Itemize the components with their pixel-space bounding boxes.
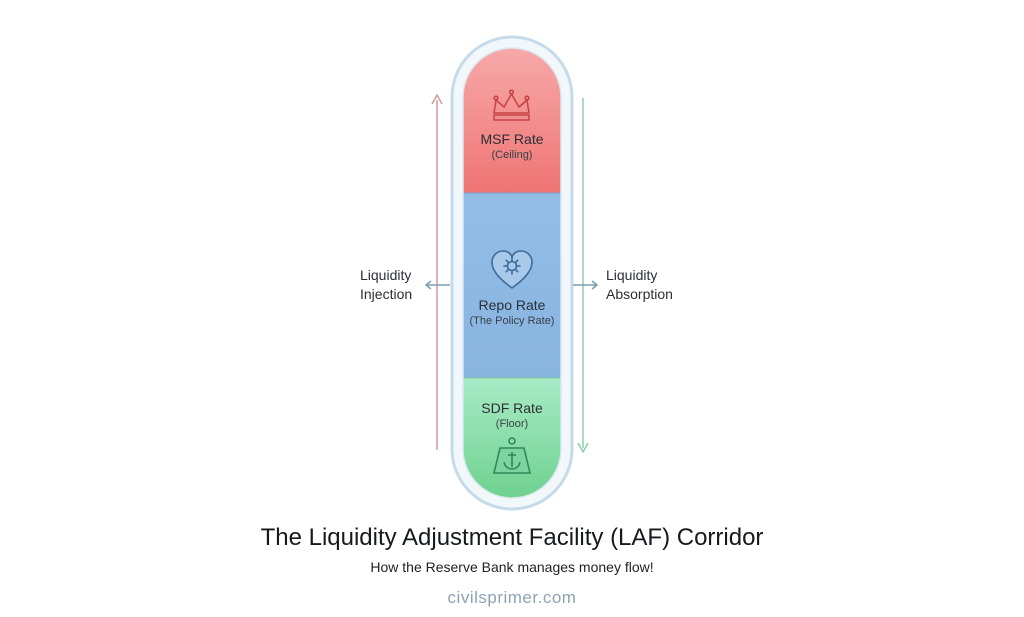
msf-label: MSF Rate (Ceiling) (452, 131, 572, 162)
injection-left-arrow (424, 280, 450, 290)
anchor-weight-icon (492, 437, 532, 474)
injection-label-line2: Injection (360, 286, 413, 302)
absorption-label: Liquidity Absorption (606, 266, 673, 304)
brand-watermark: civilsprimer.com (447, 588, 577, 607)
diagram-subtitle: How the Reserve Bank manages money flow! (370, 559, 654, 575)
absorption-right-arrow (573, 280, 599, 290)
injection-label: Liquidity Injection (360, 266, 412, 304)
absorption-down-arrow (577, 98, 589, 454)
repo-title: Repo Rate (478, 297, 546, 313)
injection-up-arrow (431, 93, 443, 450)
heart-gear-icon (491, 250, 533, 289)
sdf-subtitle: (Floor) (495, 417, 529, 430)
absorption-label-line2: Absorption (606, 286, 673, 302)
repo-subtitle: (The Policy Rate) (469, 314, 555, 327)
absorption-label-line1: Liquidity (606, 267, 658, 283)
injection-label-line1: Liquidity (360, 267, 412, 283)
msf-title: MSF Rate (480, 131, 544, 147)
crown-icon (493, 89, 530, 121)
diagram-title: The Liquidity Adjustment Facility (LAF) … (260, 524, 764, 551)
sdf-label: SDF Rate (Floor) (452, 400, 572, 431)
repo-label: Repo Rate (The Policy Rate) (452, 297, 572, 328)
sdf-title: SDF Rate (481, 400, 543, 416)
msf-subtitle: (Ceiling) (491, 148, 533, 161)
